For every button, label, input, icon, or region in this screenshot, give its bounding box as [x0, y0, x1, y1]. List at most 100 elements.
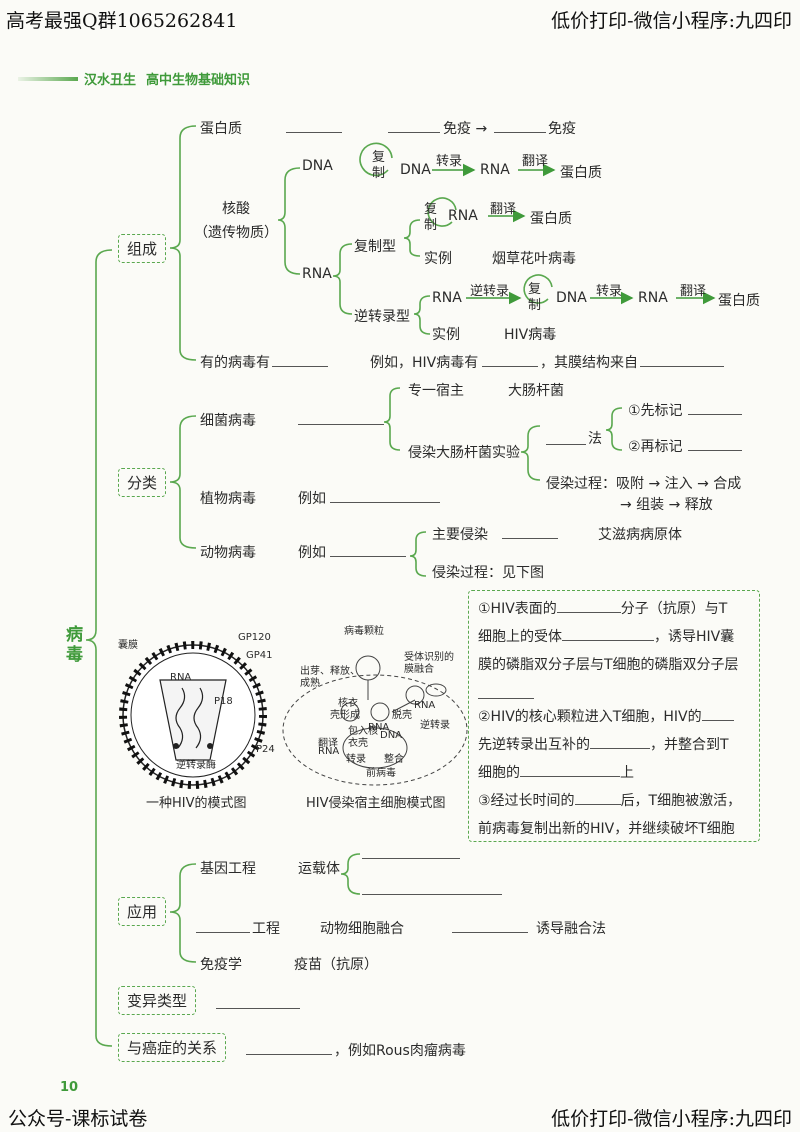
- rna-protein-output: 蛋白质: [530, 211, 572, 227]
- hiv-has-blank: [482, 352, 538, 367]
- p24-label: P24: [256, 744, 275, 755]
- hiv-box-blank2: [562, 626, 654, 641]
- section-classification: 分类: [118, 468, 167, 497]
- genetic-material-label: （遗传物质）: [194, 225, 278, 241]
- infect-process-2-text: → 组装 → 释放: [620, 497, 713, 513]
- capsid-label: 衣壳: [348, 738, 368, 749]
- model-rna-label: RNA: [170, 672, 192, 683]
- hiv-example: HIV病毒: [504, 327, 557, 343]
- p18-label: P18: [214, 696, 233, 707]
- protein-blank: [286, 118, 342, 133]
- main-infect-blank: [502, 524, 558, 539]
- rna-replicate-node: RNA: [448, 208, 478, 224]
- animal-fusion-text: 动物细胞融合: [320, 921, 404, 937]
- reverse-enzyme-label: 逆转录酶: [176, 760, 216, 771]
- fig-rna-label: RNA: [414, 700, 436, 711]
- dna-replicate-text: 复制: [372, 150, 386, 181]
- gp41-label: GP41: [246, 650, 273, 661]
- animal-virus-label: 动物病毒: [200, 545, 256, 561]
- hiv-box-blank3: [478, 684, 534, 699]
- hiv-box-l1a: ①HIV表面的: [478, 601, 557, 617]
- hiv-box-l9: 前病毒复制出新的HIV，并继续破坏T细胞: [478, 821, 735, 837]
- transcribe-label: 转录: [346, 754, 366, 765]
- plant-example-blank: [330, 488, 440, 503]
- page-number: 10: [60, 1080, 79, 1095]
- animal-process-text: 侵染过程：见下图: [432, 565, 544, 581]
- rna-node: RNA: [480, 162, 510, 178]
- hiv-explanation-box: [468, 590, 760, 842]
- hiv-box-l1b: 分子（抗原）与T: [620, 601, 728, 617]
- core-label: 核衣: [338, 698, 358, 709]
- ecoli-text: 大肠杆菌: [508, 383, 564, 399]
- reverse-translate-text: 翻译: [680, 284, 707, 299]
- method-blank: [546, 430, 586, 445]
- reverse-rna-node: RNA: [432, 290, 462, 306]
- vector-blank-1: [362, 844, 460, 859]
- fusion-method-blank: [452, 918, 528, 933]
- bacterial-blank: [298, 410, 384, 425]
- main-infect-label: 主要侵染: [432, 527, 488, 543]
- infect-experiment-label: 侵染大肠杆菌实验: [408, 445, 520, 461]
- immune-arrow-text: 免疫 →: [443, 121, 488, 137]
- hiv-box-line6: 先逆转录出互补的，并整合到T: [478, 734, 729, 754]
- hiv-box-l5a: ②HIV的核心颗粒进入T细胞，HIV的: [478, 709, 702, 725]
- hiv-infection-drawing: [282, 655, 468, 786]
- reverse-transcribe-2-text: 转录: [596, 284, 623, 299]
- wrap-label: 包入核: [348, 726, 378, 737]
- publisher-name: 汉水丑生: [84, 73, 137, 88]
- rna-translate-text: 翻译: [490, 202, 517, 217]
- book-subtitle: 高中生物基础知识: [146, 73, 251, 88]
- hiv-model-caption: 一种HIV的模式图: [146, 796, 247, 811]
- rna-replicate-text: 复制: [424, 202, 438, 233]
- footer-left: 公众号-课标试卷: [8, 1108, 148, 1130]
- some-have-blank: [272, 352, 328, 367]
- animal-example-label: 例如: [298, 545, 326, 561]
- virus-particle-label: 病毒颗粒: [344, 626, 384, 637]
- tmv-example: 烟草花叶病毒: [492, 251, 576, 267]
- translate-label: 翻译: [318, 738, 338, 749]
- immune-blank-1: [388, 118, 440, 133]
- provirus-label: 前病毒: [366, 768, 396, 779]
- engineering-label: 工程: [252, 921, 280, 937]
- reverse-dna-node: DNA: [556, 290, 587, 306]
- second-label-blank: [688, 436, 742, 451]
- hiv-box-l3: 膜的磷脂双分子层与T细胞的磷脂双分子层: [478, 657, 739, 673]
- section-variation: 变异类型: [118, 986, 197, 1015]
- immune-blank-2: [494, 118, 546, 133]
- dna-node: DNA: [400, 162, 431, 178]
- animal-example-blank: [330, 542, 406, 557]
- aids-pathogen-text: 艾滋病病原体: [598, 527, 682, 543]
- hiv-box-l6b: ，并整合到T: [650, 737, 729, 753]
- replication-type-label: 复制型: [354, 239, 396, 255]
- dna-translate-text: 翻译: [522, 154, 549, 169]
- membrane-from-blank: [640, 352, 724, 367]
- first-label-text: ①先标记: [628, 403, 683, 419]
- reverse-transcribe-text: 逆转录: [470, 284, 510, 299]
- receptor-label: 受体识别的: [404, 652, 454, 663]
- immune-end-text: 免疫: [548, 121, 576, 137]
- dna-transcribe-text: 转录: [436, 154, 463, 169]
- rous-example-text: ，例如Rous肉瘤病毒: [334, 1043, 466, 1059]
- hiv-box-line5: ②HIV的核心颗粒进入T细胞，HIV的: [478, 706, 734, 726]
- membrane-from-text: ，其膜结构来自: [540, 355, 638, 371]
- hiv-box-blank1: [556, 598, 621, 613]
- hiv-box-blank5: [590, 734, 650, 749]
- hiv-box-blank6: [520, 762, 620, 777]
- shell-form-label: 壳形成: [330, 710, 360, 721]
- section-cancer: 与癌症的关系: [118, 1033, 227, 1062]
- footer-right: 低价打印-微信小程序:九四印: [551, 1108, 792, 1130]
- reverse-type-label: 逆转录型: [354, 309, 410, 325]
- rna-branch-label: RNA: [302, 266, 332, 282]
- infect-process-text: 侵染过程：吸附 → 注入 → 合成: [546, 476, 742, 492]
- specific-host-label: 专一宿主: [408, 383, 464, 399]
- plant-example-label: 例如: [298, 491, 326, 507]
- membrane-fusion-label: 膜融合: [404, 664, 434, 675]
- hiv-box-l7a: 细胞的: [478, 765, 520, 781]
- integrate-label: 整合: [384, 754, 404, 765]
- nucleic-acid-label: 核酸: [222, 201, 250, 217]
- hiv-has-text: 例如，HIV病毒有: [370, 355, 479, 371]
- protein-label: 蛋白质: [200, 121, 242, 137]
- header-right: 低价打印-微信小程序:九四印: [551, 10, 792, 32]
- dna-branch-label: DNA: [302, 158, 333, 174]
